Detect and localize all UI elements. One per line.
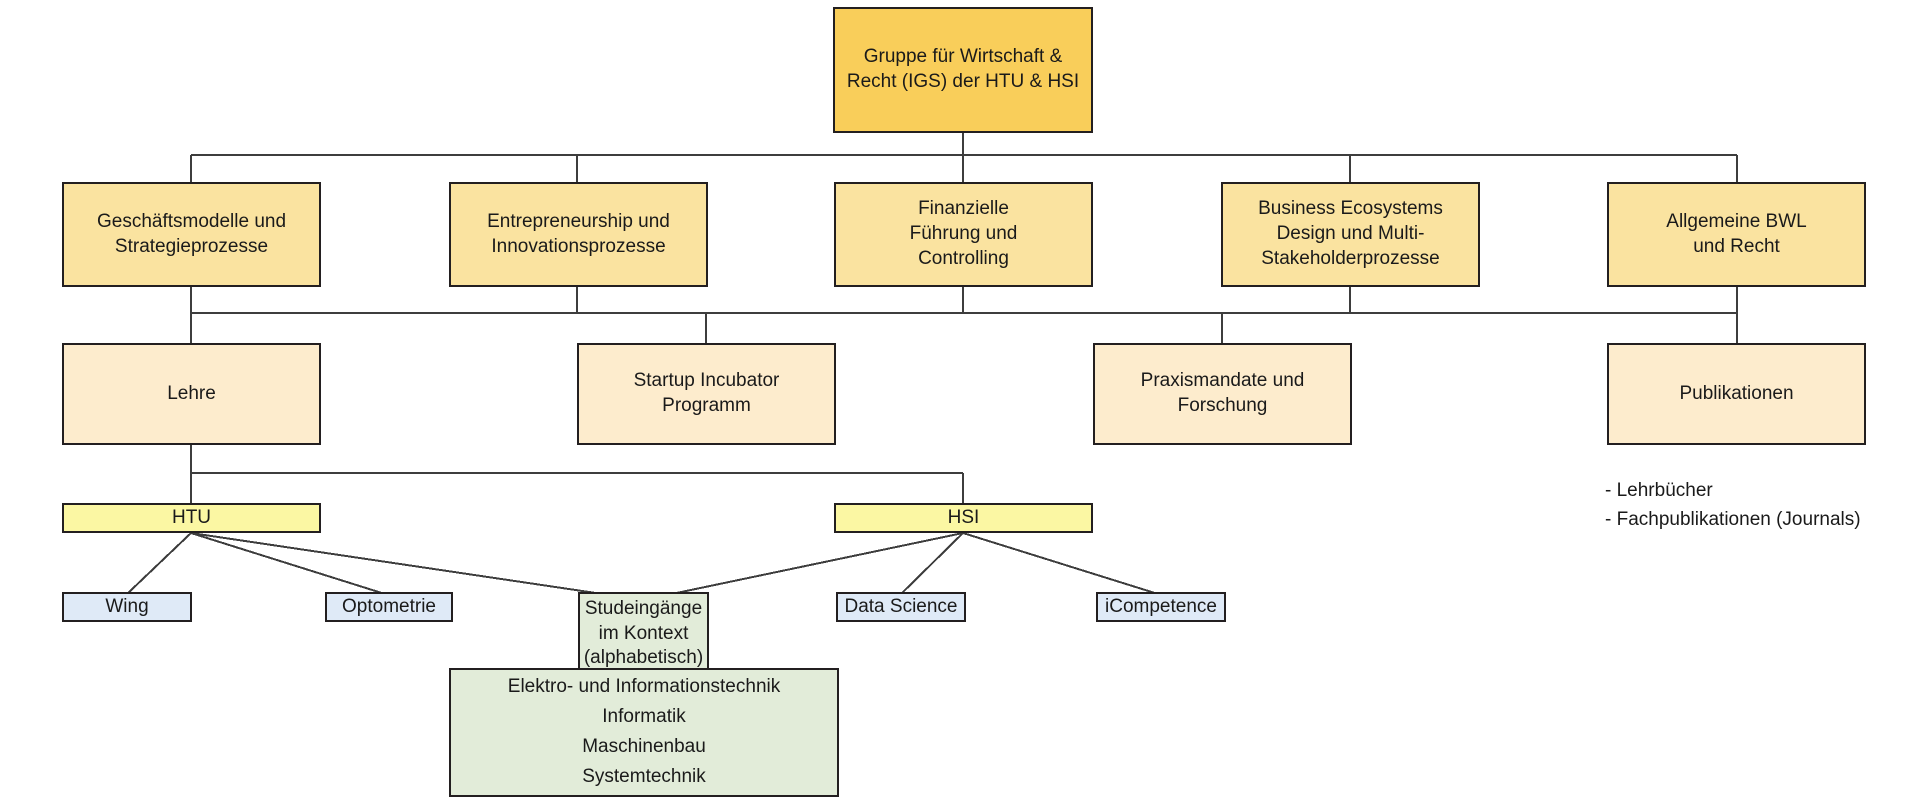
node-program-icompetence[interactable]: iCompetence <box>1096 592 1226 622</box>
node-function-1-line-0: Startup Incubator <box>633 370 780 392</box>
node-root[interactable]: Gruppe für Wirtschaft & Recht (IGS) der … <box>833 7 1093 133</box>
node-function-2-line-0: Praxismandate und <box>1140 370 1305 392</box>
node-department-0-line-1: Strategieprozesse <box>114 235 269 257</box>
node-function-2-line-1: Forschung <box>1177 395 1268 416</box>
node-studiengaenge-liste[interactable]: Elektro- und Informationstechnik Informa… <box>449 668 839 797</box>
node-department-1-line-1: Innovationsprozesse <box>491 235 666 257</box>
node-course-0: Elektro- und Informationstechnik <box>507 676 781 698</box>
node-function-lehre[interactable]: Lehre <box>62 343 321 445</box>
node-department-2-line-2: Controlling <box>918 247 1009 269</box>
node-program-data-science[interactable]: Data Science <box>836 592 966 622</box>
edge-htu-wing <box>126 532 192 595</box>
node-course-1: Informatik <box>602 706 686 728</box>
node-department-3-line-1: Design und Multi- <box>1276 223 1425 245</box>
node-program-1-line-0: Optometrie <box>342 595 436 617</box>
edge-hsi-datascience <box>900 532 964 595</box>
node-department-2-line-1: Führung und <box>909 223 1018 245</box>
edge-htu-context <box>190 532 644 601</box>
node-department-3-line-0: Business Ecosystems <box>1258 198 1443 220</box>
edge-hsi-context <box>642 532 964 601</box>
node-department-geschaeftsmodelle[interactable]: Geschäftsmodelle und Strategieprozesse <box>62 182 321 287</box>
edge-htu-optometrie <box>190 532 386 595</box>
node-department-4-line-1: und Recht <box>1693 235 1780 257</box>
node-program-wing[interactable]: Wing <box>62 592 192 622</box>
node-department-3-line-2: Stakeholderprozesse <box>1261 247 1440 269</box>
node-function-3-line-0: Publikationen <box>1679 382 1794 404</box>
node-program-0-line-0: Wing <box>105 595 149 617</box>
node-context-line-2: (alphabetisch) <box>583 647 704 669</box>
node-root-line-1: Recht (IGS) der HTU & HSI <box>846 71 1080 92</box>
node-root-line-0: Gruppe für Wirtschaft & <box>863 46 1063 68</box>
node-school-htu[interactable]: HTU <box>62 503 321 533</box>
node-program-2-line-0: Data Science <box>844 595 958 617</box>
node-department-0-line-0: Geschäftsmodelle und <box>96 210 287 232</box>
publication-notes: - Lehrbücher - Fachpublikationen (Journa… <box>1605 476 1861 535</box>
node-department-entrepreneurship[interactable]: Entrepreneurship und Innovationsprozesse <box>449 182 708 287</box>
node-function-praxismandate[interactable]: Praxismandate und Forschung <box>1093 343 1352 445</box>
node-course-2: Maschinenbau <box>582 736 706 758</box>
publication-note-1: - Fachpublikationen (Journals) <box>1605 509 1861 531</box>
node-department-allgemeine-bwl[interactable]: Allgemeine BWL und Recht <box>1607 182 1866 287</box>
node-studiengaenge-kontext[interactable]: Studeingänge im Kontext (alphabetisch) <box>578 592 709 676</box>
node-school-1-line-0: HSI <box>947 506 980 528</box>
node-course-3: Systemtechnik <box>582 766 706 788</box>
node-function-publikationen[interactable]: Publikationen <box>1607 343 1866 445</box>
publication-note-0: - Lehrbücher <box>1605 480 1713 501</box>
node-department-4-line-0: Allgemeine BWL <box>1666 210 1807 232</box>
node-function-0-line-0: Lehre <box>167 382 216 404</box>
node-function-startup-incubator[interactable]: Startup Incubator Programm <box>577 343 836 445</box>
node-school-0-line-0: HTU <box>171 506 212 528</box>
node-context-line-0: Studeingänge <box>584 597 703 619</box>
node-program-optometrie[interactable]: Optometrie <box>325 592 453 622</box>
node-department-finanzielle-fuehrung[interactable]: Finanzielle Führung und Controlling <box>834 182 1093 287</box>
node-context-line-1: im Kontext <box>598 622 689 644</box>
node-function-1-line-1: Programm <box>662 395 751 416</box>
node-department-1-line-0: Entrepreneurship und <box>487 210 670 232</box>
node-program-3-line-0: iCompetence <box>1105 595 1217 617</box>
node-school-hsi[interactable]: HSI <box>834 503 1093 533</box>
node-department-2-line-0: Finanzielle <box>918 198 1009 220</box>
node-department-business-ecosystems[interactable]: Business Ecosystems Design und Multi- St… <box>1221 182 1480 287</box>
edge-hsi-icompetence <box>962 532 1159 595</box>
